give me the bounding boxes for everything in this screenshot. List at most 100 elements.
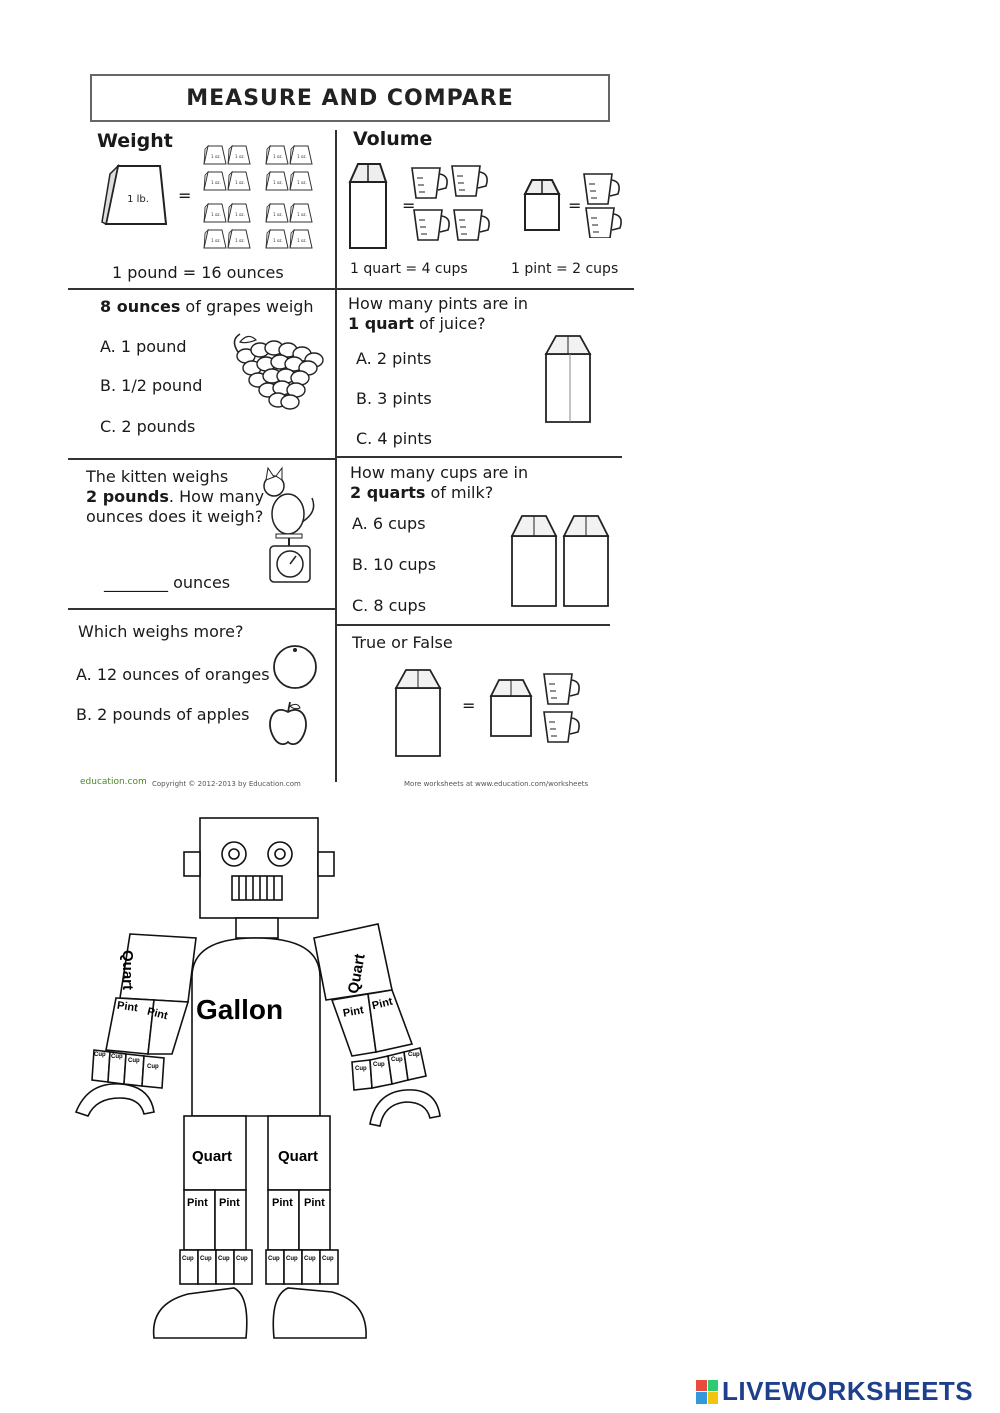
quart-carton-icon <box>348 163 388 249</box>
logo-square-1 <box>696 1379 707 1391</box>
robot-cup-label: Cup <box>218 1256 230 1262</box>
volume-equals-pint: = <box>568 196 582 215</box>
row-divider-3-left <box>68 608 336 610</box>
ounce-bag-icon: 1 oz. <box>227 170 251 191</box>
robot-right-claw <box>369 1089 441 1127</box>
q1-option-b[interactable]: B. 1/2 pound <box>100 376 203 395</box>
q6-two-cups-icon <box>543 673 580 743</box>
robot-right-leg-pint-label-1: Pint <box>272 1197 293 1209</box>
robot-left-arm-quart-label: Quart <box>119 950 136 991</box>
robot-left-leg-pint-label-1: Pint <box>187 1197 208 1209</box>
logo-square-2 <box>707 1379 718 1391</box>
robot-cup-label: Cup <box>391 1057 403 1063</box>
robot-torso <box>191 937 321 1117</box>
grapes-icon <box>233 333 324 410</box>
grape-icon <box>280 394 300 410</box>
q2-line1: How many pints are in <box>348 294 529 313</box>
svg-text:1 oz.: 1 oz. <box>235 180 245 185</box>
q5-option-b[interactable]: B. 2 pounds of apples <box>76 705 250 724</box>
robot-right-leg-quart-label: Quart <box>278 1148 319 1165</box>
q4-line1: How many cups are in <box>350 463 529 482</box>
weight-equals: = <box>178 186 192 205</box>
ounce-bag-icon: 1 oz. <box>265 202 289 223</box>
liveworksheets-brand: LIVEWORKSHEETS <box>696 1376 973 1407</box>
robot-head <box>199 817 319 919</box>
q6-quart-carton-icon <box>394 669 442 757</box>
robot-cup-label: Cup <box>304 1256 316 1262</box>
ounce-bag-icon: 1 oz. <box>265 228 289 249</box>
svg-text:1 oz.: 1 oz. <box>273 238 283 243</box>
ounce-bag-icon: 1 oz. <box>203 144 227 165</box>
logo-square-4 <box>707 1392 718 1404</box>
q5-question: Which weighs more? <box>78 622 244 641</box>
liveworksheets-name: LIVEWORKSHEETS <box>722 1376 974 1406</box>
svg-text:1 oz.: 1 oz. <box>273 212 283 217</box>
q2-line2: 1 quart of juice? <box>348 314 486 333</box>
q4-option-a[interactable]: A. 6 cups <box>352 514 426 533</box>
measuring-cup-icon <box>453 209 490 241</box>
ounce-bag-icon: 1 oz. <box>203 228 227 249</box>
robot-cup-label: Cup <box>286 1256 298 1262</box>
robot-cup-label: Cup <box>322 1256 334 1262</box>
robot-right-leg-pint-label-2: Pint <box>304 1197 325 1209</box>
two-milk-cartons-icon <box>510 515 610 607</box>
svg-text:1 oz.: 1 oz. <box>235 212 245 217</box>
svg-text:1 oz.: 1 oz. <box>211 180 221 185</box>
volume-equals-quart: = <box>402 196 416 215</box>
juice-carton-icon <box>544 335 592 423</box>
robot-neck <box>235 917 279 939</box>
ounce-bag-icon: 1 oz. <box>265 170 289 191</box>
ounce-bag-icon: 1 oz. <box>265 144 289 165</box>
q2-option-a[interactable]: A. 2 pints <box>356 349 432 368</box>
q1-prompt: 8 ounces of grapes weigh <box>100 297 314 316</box>
q3-line3: ounces does it weigh? <box>86 507 264 526</box>
robot-right-arm-pint-2 <box>367 989 414 1053</box>
q2-option-b[interactable]: B. 3 pints <box>356 389 432 408</box>
svg-text:1 oz.: 1 oz. <box>235 154 245 159</box>
q3-line2: 2 pounds. How many <box>86 487 265 506</box>
q4-option-c[interactable]: C. 8 cups <box>352 596 427 615</box>
ounce-bag-icon: 1 oz. <box>227 228 251 249</box>
measuring-cup-icon <box>583 173 620 205</box>
robot-illustration <box>74 817 441 1339</box>
q4-line2: 2 quarts of milk? <box>350 483 494 502</box>
four-cups-icon <box>411 165 490 241</box>
ounce-bag-icon: 1 oz. <box>227 144 251 165</box>
measuring-cup-icon <box>585 207 622 238</box>
robot-ear-left <box>183 851 201 877</box>
robot-left-leg-quart-label: Quart <box>192 1148 233 1165</box>
measuring-cup-icon <box>543 673 580 705</box>
q1-option-a[interactable]: A. 1 pound <box>100 337 187 356</box>
pound-bag-icon: 1 lb. <box>101 163 168 226</box>
q2-option-c[interactable]: C. 4 pints <box>356 429 432 448</box>
robot-left-leg-pint-label-2: Pint <box>219 1197 240 1209</box>
robot-left-claw <box>74 1083 155 1117</box>
q1-option-c[interactable]: C. 2 pounds <box>100 417 196 436</box>
svg-text:1 oz.: 1 oz. <box>297 212 307 217</box>
robot-cup-label: Cup <box>147 1064 159 1070</box>
logo-square-3 <box>696 1392 707 1404</box>
kitten-on-scale-icon <box>263 466 315 583</box>
svg-text:1 oz.: 1 oz. <box>297 238 307 243</box>
measuring-cup-icon <box>451 165 488 197</box>
svg-text:1 oz.: 1 oz. <box>273 154 283 159</box>
svg-text:1 oz.: 1 oz. <box>211 154 221 159</box>
row-divider-2-left <box>68 458 336 460</box>
q5-option-a[interactable]: A. 12 ounces of oranges <box>76 665 270 684</box>
volume-fact-quart: 1 quart = 4 cups <box>350 261 468 277</box>
pound-bag-label: 1 lb. <box>127 194 149 205</box>
copyright-text: Copyright © 2012-2013 by Education.com <box>152 780 301 788</box>
q3-line1: The kitten weighs <box>86 467 229 486</box>
ounce-bag-icon: 1 oz. <box>289 202 313 223</box>
robot-cup-label: Cup <box>268 1256 280 1262</box>
svg-text:1 oz.: 1 oz. <box>273 180 283 185</box>
q4-option-b[interactable]: B. 10 cups <box>352 555 437 574</box>
education-logo: education.com <box>80 777 147 787</box>
robot-cup-label: Cup <box>182 1256 194 1262</box>
ounce-bag-icon: 1 oz. <box>289 228 313 249</box>
row-divider-2-right <box>336 456 622 458</box>
robot-cup-label: Cup <box>111 1054 123 1060</box>
svg-text:1 oz.: 1 oz. <box>235 238 245 243</box>
q6-equals: = <box>462 696 476 715</box>
q3-answer-blank[interactable]: ________ <box>104 573 168 592</box>
